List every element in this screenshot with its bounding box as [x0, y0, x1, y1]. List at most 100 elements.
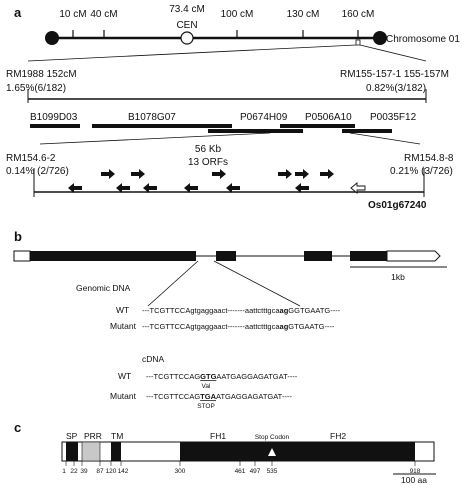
genomic-dna-label: Genomic DNA — [76, 283, 131, 293]
genomic-wt-label: WT — [116, 305, 129, 315]
orf-arrow-left — [295, 183, 309, 193]
zoom-line-b-left — [147, 260, 199, 307]
position-label: 918 — [410, 468, 421, 475]
position-label: 120 — [106, 468, 117, 475]
cdna-wt-codon: Val — [202, 383, 211, 390]
exon — [30, 251, 196, 261]
marker-label: 73.4 cM — [169, 4, 205, 15]
stop-codon-label: Stop Codon — [255, 434, 290, 441]
bac-contig: B1099D03 B1078G07 P0674H09 P0506A10 P003… — [30, 112, 417, 133]
marker-label: 40 cM — [90, 9, 117, 20]
orf-arrow-right — [320, 169, 334, 179]
cdna-mutant-label: Mutant — [110, 391, 137, 401]
centromere — [180, 31, 194, 45]
panel-b-label: b — [14, 229, 22, 244]
chromosome-name: Chromosome 01 — [386, 34, 460, 45]
candidate-gene-name: Os01g67240 — [368, 200, 427, 211]
orf-arrows — [68, 169, 366, 194]
left-marker-name: RM1988 152cM — [6, 69, 77, 80]
orf-arrow-left — [226, 183, 240, 193]
chromosome-map: 10 cM 40 cM 73.4 cM CEN 100 cM 130 cM 16… — [45, 4, 460, 45]
zoom-box — [355, 39, 361, 46]
orf-arrow-right — [278, 169, 292, 179]
gene-structure — [13, 250, 441, 262]
marker-label: 160 cM — [342, 9, 375, 20]
zoom-line-left — [27, 44, 357, 62]
protein-domains — [61, 441, 435, 462]
scale-label-b: 1kb — [391, 272, 405, 282]
bac-label: P0035F12 — [370, 112, 417, 123]
bac-bar — [280, 124, 355, 128]
position-label: 22 — [70, 468, 78, 475]
position-label: 142 — [118, 468, 129, 475]
right-marker-freq: 0.82%(3/182) — [366, 83, 426, 94]
fine-right-freq: 0.21% (3/726) — [390, 166, 453, 177]
bac-bar — [30, 124, 80, 128]
zoom-line-right — [359, 44, 427, 62]
bac-label: P0506A10 — [305, 112, 352, 123]
bac-label: B1078G07 — [128, 112, 176, 123]
stop-codon-marker — [268, 448, 276, 456]
region-size: 56 Kb — [195, 144, 222, 155]
expand-line-right — [349, 132, 421, 145]
centromere-label: CEN — [176, 20, 197, 31]
scale-label-c: 100 aa — [401, 475, 427, 485]
utr-5 — [13, 250, 31, 262]
exon — [304, 251, 332, 261]
panel-c-label: c — [14, 420, 21, 435]
prr-domain — [81, 441, 101, 462]
zoom-region — [27, 39, 427, 62]
candidate-gene-arrow — [350, 182, 366, 194]
left-marker-freq: 1.65%(6/182) — [6, 83, 66, 94]
domain-label-fh2: FH2 — [330, 431, 346, 441]
position-label: 87 — [96, 468, 104, 475]
orf-arrow-left — [143, 183, 157, 193]
bac-bar — [92, 124, 232, 128]
fine-left-name: RM154.6-2 — [6, 153, 56, 164]
telomere-right — [373, 31, 387, 45]
genomic-mutant-seq: ---TCGTTCCAgtgaggaact-------aattctttgcaa… — [142, 322, 335, 331]
cdna-mutant-seq: ---TCGTTCCAGTGAATGAGGAGATGAT---- — [146, 392, 292, 401]
position-label: 535 — [267, 468, 278, 475]
cdna-label: cDNA — [142, 354, 165, 364]
position-label: 300 — [175, 468, 186, 475]
domain-label-fh1: FH1 — [210, 431, 226, 441]
bac-label: P0674H09 — [240, 112, 288, 123]
position-label: 39 — [80, 468, 88, 475]
panel-a-label: a — [14, 5, 22, 20]
fine-right-name: RM154.8-8 — [404, 153, 454, 164]
bac-label: B1099D03 — [30, 112, 78, 123]
orf-arrow-right — [295, 169, 309, 179]
orf-arrow-left — [116, 183, 130, 193]
bac-bar — [208, 129, 303, 133]
orf-arrow-left — [68, 183, 82, 193]
exon — [216, 251, 236, 261]
fh-domain — [180, 442, 415, 461]
position-label: 461 — [235, 468, 246, 475]
cdna-mutant-codon: STOP — [197, 403, 215, 410]
orf-arrow-right — [212, 169, 226, 179]
marker-label: 100 cM — [221, 9, 254, 20]
utr-3 — [386, 250, 441, 262]
orf-arrow-right — [131, 169, 145, 179]
genomic-mutant-label: Mutant — [110, 321, 137, 331]
genomic-wt-seq: ---TCGTTCCAgtgaggaact-------aattctttgcaa… — [142, 306, 341, 315]
position-ticks — [65, 461, 416, 466]
position-label: 497 — [250, 468, 261, 475]
domain-label-sp: SP — [66, 431, 78, 441]
fine-left-freq: 0.14% (2/726) — [6, 166, 69, 177]
domain-label-tm: TM — [111, 431, 123, 441]
bac-bar — [342, 129, 392, 133]
telomere-left — [45, 31, 59, 45]
domain-label-prr: PRR — [84, 431, 102, 441]
marker-label: 10 cM — [59, 9, 86, 20]
marker-label: 130 cM — [287, 9, 320, 20]
cdna-wt-label: WT — [118, 371, 131, 381]
sp-domain — [66, 442, 78, 461]
cdna-wt-seq: ---TCGTTCCAGGTGAATGAGGAGATGAT---- — [146, 372, 298, 381]
expand-line-left — [39, 132, 271, 145]
orf-arrow-left — [184, 183, 198, 193]
right-marker-name: RM155-157-1 155-157M — [340, 69, 449, 80]
region-orfs: 13 ORFs — [188, 157, 228, 168]
tm-domain — [111, 442, 121, 461]
